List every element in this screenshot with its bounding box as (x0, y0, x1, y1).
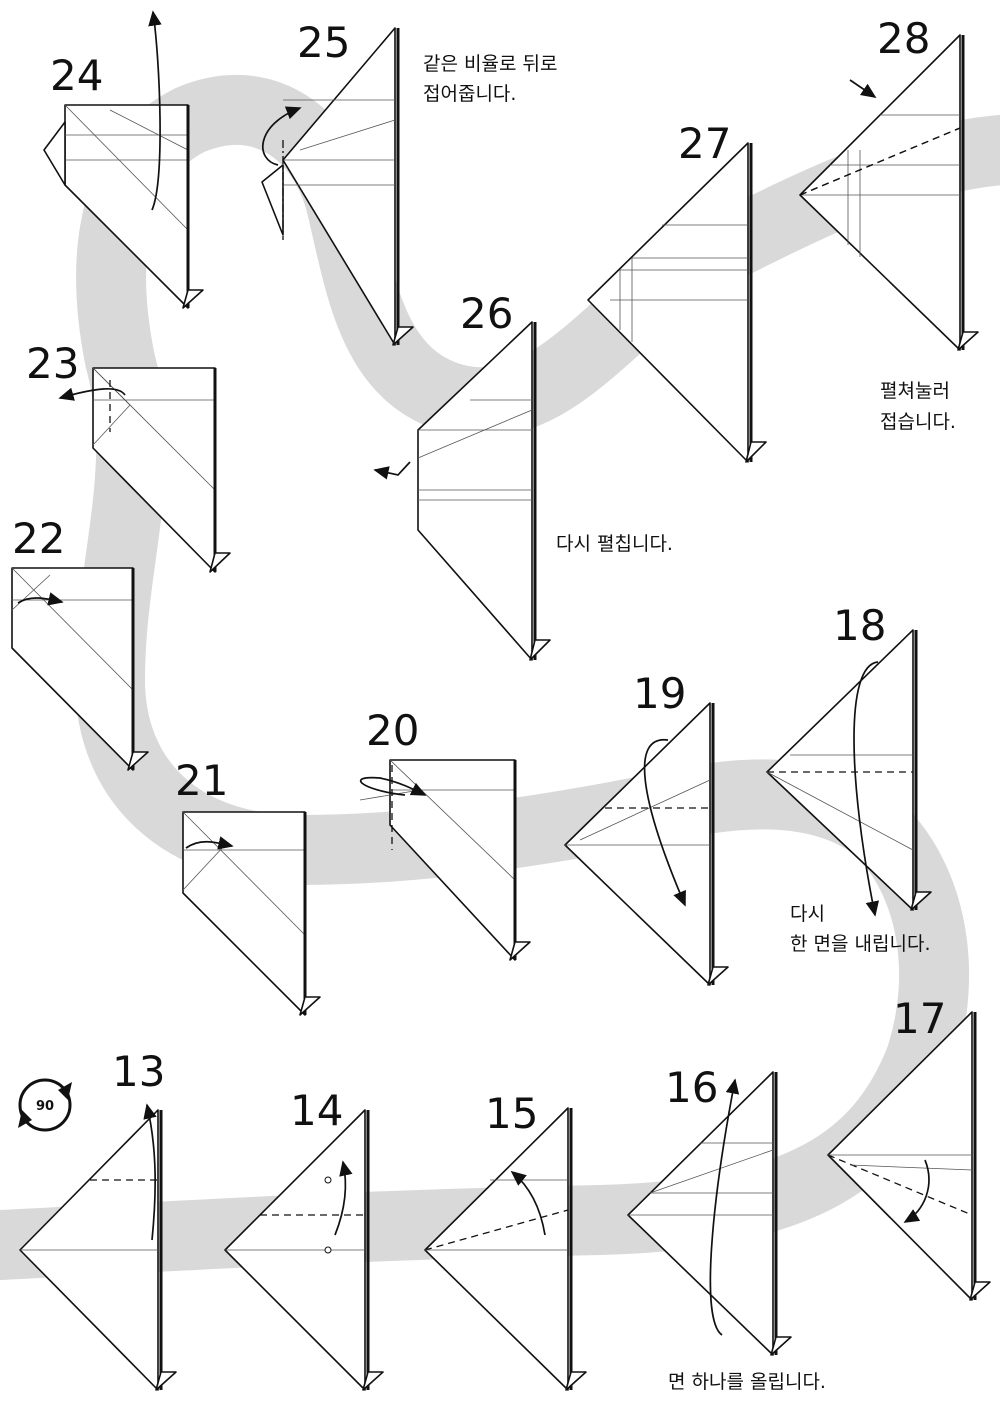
step-number-23: 23 (26, 339, 79, 388)
step-number-22: 22 (12, 514, 65, 563)
step-21-figure (182, 811, 321, 1016)
step-19-figure (564, 702, 729, 986)
note-step18-line1: 다시 (790, 903, 825, 925)
step-number-25: 25 (297, 18, 350, 67)
step-13-figure (19, 1103, 177, 1391)
step-number-27: 27 (678, 119, 731, 168)
step-14-figure (224, 1109, 384, 1391)
step-16-figure (627, 1071, 792, 1356)
step-number-15: 15 (485, 1089, 538, 1138)
step-23-figure (58, 367, 231, 573)
step-25-figure (261, 27, 414, 346)
step-number-19: 19 (633, 669, 686, 718)
note-step28-line2: 접습니다. (880, 411, 956, 433)
step-number-28: 28 (877, 14, 930, 63)
step-number-18: 18 (833, 601, 886, 650)
step-24-figure (43, 10, 204, 309)
step-number-16: 16 (665, 1063, 718, 1112)
step-26-figure (373, 321, 551, 661)
rotate-badge-label: 90 (36, 1099, 54, 1114)
note-step18-line2: 한 면을 내립니다. (790, 933, 930, 955)
step-number-20: 20 (366, 706, 419, 755)
step-number-21: 21 (175, 756, 228, 805)
step-17-figure (827, 1011, 991, 1301)
step-number-14: 14 (290, 1086, 343, 1135)
step-22-figure (11, 567, 149, 771)
note-step25-line2: 접어줍니다. (423, 83, 516, 105)
step-number-26: 26 (460, 289, 513, 338)
note-step26: 다시 펼칩니다. (556, 533, 673, 555)
step-number-24: 24 (50, 51, 103, 100)
step-18-figure (766, 629, 932, 917)
step-number-17: 17 (893, 994, 946, 1043)
note-step25-line1: 같은 비율로 뒤로 (423, 53, 557, 75)
note-step28-line1: 펼쳐눌러 (880, 380, 950, 402)
note-step16: 면 하나를 올립니다. (668, 1371, 826, 1393)
step-27-figure (587, 142, 767, 463)
step-number-13: 13 (112, 1047, 165, 1096)
step-15-figure (424, 1107, 587, 1391)
step-20-figure (359, 759, 531, 961)
step-28-figure (799, 34, 979, 351)
rotate-90-icon: 90 (18, 1078, 72, 1132)
